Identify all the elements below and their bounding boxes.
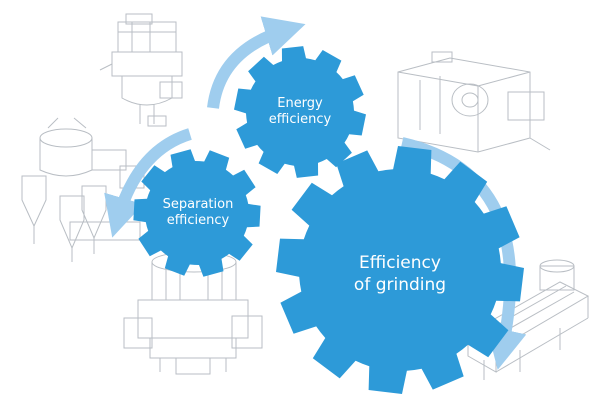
separation-gear-line2: efficiency <box>166 213 230 229</box>
separator-machine-icon <box>99 13 183 127</box>
curved-arrow-icon <box>104 128 192 238</box>
grinding-gear-line1: Efficiency <box>359 253 441 273</box>
separation-gear-shape <box>133 149 261 277</box>
separation-gear-line1: Separation <box>162 197 234 212</box>
mill-crusher-icon <box>397 51 551 153</box>
grinding-gear-line2: of grinding <box>353 275 447 296</box>
energy-gear-line1: Energy <box>277 96 323 111</box>
grinding-gear-shape <box>276 146 524 394</box>
energy-gear-line2: efficiency <box>268 112 332 128</box>
separation-efficiency-gear: Separation efficiency <box>138 197 258 230</box>
grinding-efficiency-gear: Efficiency of grinding <box>320 252 480 296</box>
energy-efficiency-gear: Energy efficiency <box>245 96 355 129</box>
energy-gear-shape <box>234 46 366 178</box>
curved-arrow-icon <box>207 16 306 109</box>
